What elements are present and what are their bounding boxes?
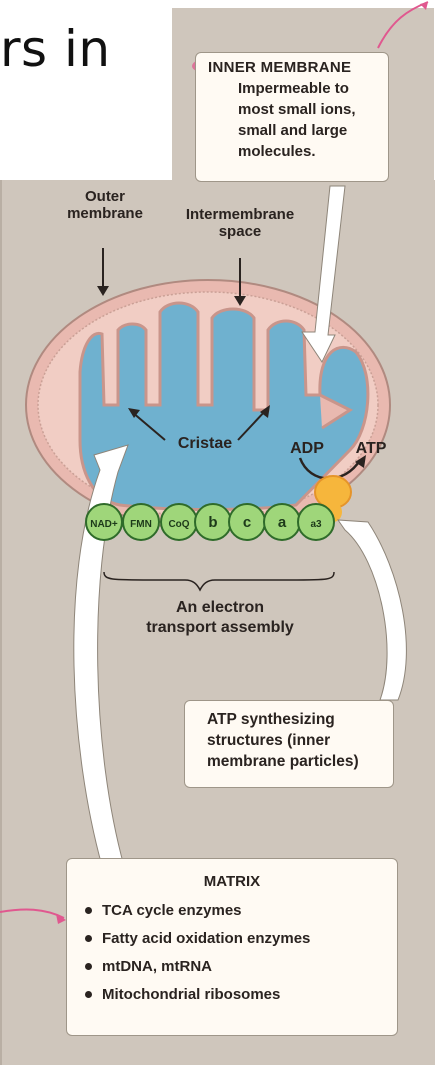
matrix-item-label: Fatty acid oxidation enzymes [102, 930, 310, 947]
electron-carrier-label: c [243, 514, 251, 531]
bullet-icon [85, 935, 92, 942]
electron-carrier-label: CoQ [168, 519, 189, 530]
atp-label: ATP [346, 440, 396, 457]
pink-annotation-top [378, 2, 428, 48]
atp-synthesizing-line: ATP synthesizing [207, 709, 393, 730]
matrix-item: Fatty acid oxidation enzymes [85, 924, 397, 952]
atp-synthesizing-line: structures (inner [207, 730, 393, 751]
intermembrane-label-line-1: Intermembrane [160, 206, 320, 223]
electron-carrier-label: FMN [130, 519, 152, 530]
pink-annotation-bottom [0, 910, 64, 918]
outer-membrane-label: Outer membrane [50, 188, 160, 222]
inner-membrane-description-line: most small ions, [238, 99, 388, 120]
outer-membrane-arrow-head [97, 286, 109, 296]
electron-carrier-label: a3 [310, 519, 322, 530]
atp-synthesizing-line: membrane particles) [207, 751, 393, 772]
matrix-title: MATRIX [67, 873, 397, 890]
electron-carrier-label: NAD+ [90, 519, 118, 530]
outer-membrane-label-line-2: membrane [50, 205, 160, 222]
assembly-brace [104, 572, 334, 590]
electron-carrier-label: a [278, 514, 287, 531]
assembly-label-line-2: transport assembly [120, 618, 320, 638]
atp-synthase-pointer [338, 520, 406, 700]
inner-membrane-title: INNER MEMBRANE [208, 59, 388, 76]
intermembrane-space-label: Intermembrane space [160, 206, 320, 240]
matrix-item: TCA cycle enzymes [85, 896, 397, 924]
assembly-label-line-1: An electron [120, 598, 320, 618]
matrix-item-label: Mitochondrial ribosomes [102, 986, 280, 1003]
intermembrane-label-line-2: space [160, 223, 320, 240]
cristae-label: Cristae [160, 435, 250, 452]
matrix-item: mtDNA, mtRNA [85, 952, 397, 980]
matrix-item-label: mtDNA, mtRNA [102, 958, 212, 975]
electron-carrier-label: b [208, 514, 217, 531]
bullet-icon [85, 907, 92, 914]
adp-label: ADP [282, 440, 332, 457]
matrix-item: Mitochondrial ribosomes [85, 980, 397, 1008]
inner-membrane-description-line: Impermeable to [238, 78, 388, 99]
assembly-label: An electron transport assembly [120, 598, 320, 638]
inner-membrane-description-line: molecules. [238, 141, 388, 162]
inner-membrane-description-line: small and large [238, 120, 388, 141]
bullet-icon [85, 991, 92, 998]
bullet-icon [85, 963, 92, 970]
outer-membrane-label-line-1: Outer [50, 188, 160, 205]
matrix-item-label: TCA cycle enzymes [102, 902, 242, 919]
